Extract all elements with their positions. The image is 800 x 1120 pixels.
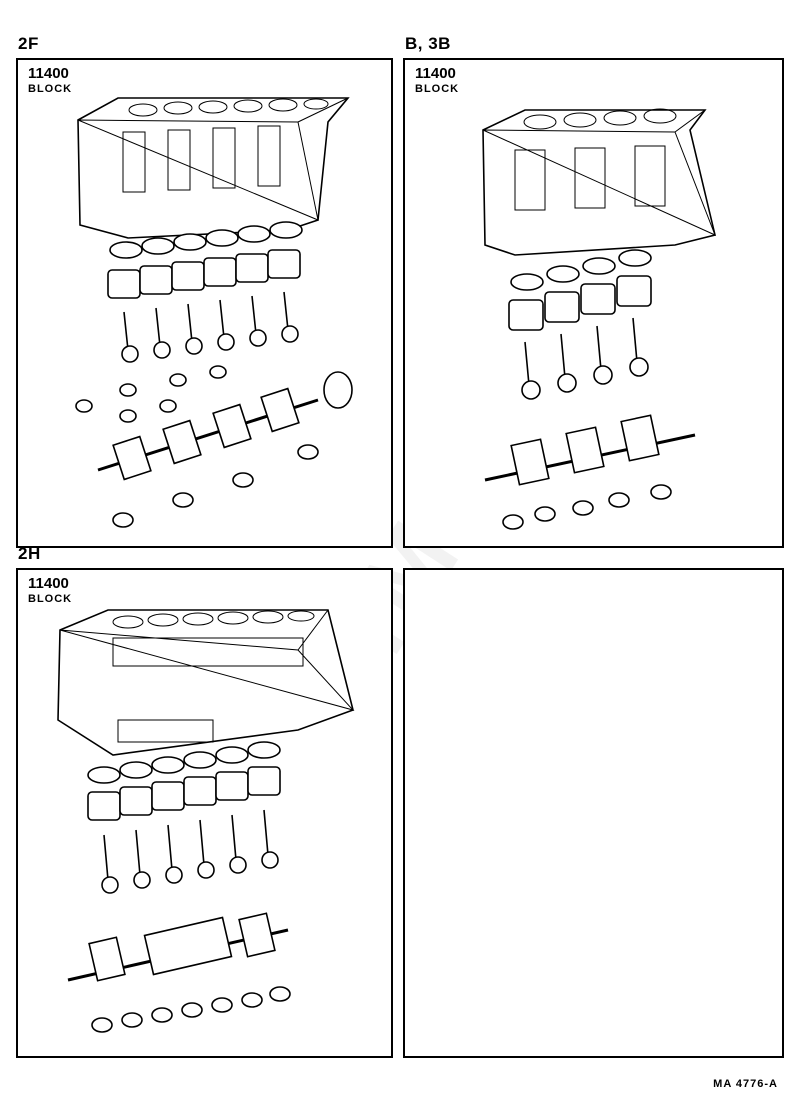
engine-block-illustration-b-3b [482, 108, 716, 530]
part-number: 11400 [28, 65, 69, 82]
panel-2f-block: 11400 BLOCK [16, 58, 393, 548]
part-number: 11400 [28, 575, 69, 592]
engine-label-2h: 2H [18, 544, 41, 563]
part-number: 11400 [415, 65, 456, 82]
document-code: MA 4776-A [713, 1078, 778, 1090]
part-name: BLOCK [415, 83, 460, 95]
engine-block-illustration-2h [57, 609, 355, 1033]
part-name: BLOCK [28, 593, 73, 605]
engine-label-2f: 2F [18, 34, 39, 53]
panel-2h-block: 11400 BLOCK [16, 568, 393, 1058]
engine-label-b-3b: B, 3B [405, 34, 451, 53]
panel-b-3b-block: 11400 BLOCK [403, 58, 784, 548]
engine-block-illustration-2f [75, 97, 353, 528]
part-name: BLOCK [28, 83, 73, 95]
panel-empty [403, 568, 784, 1058]
